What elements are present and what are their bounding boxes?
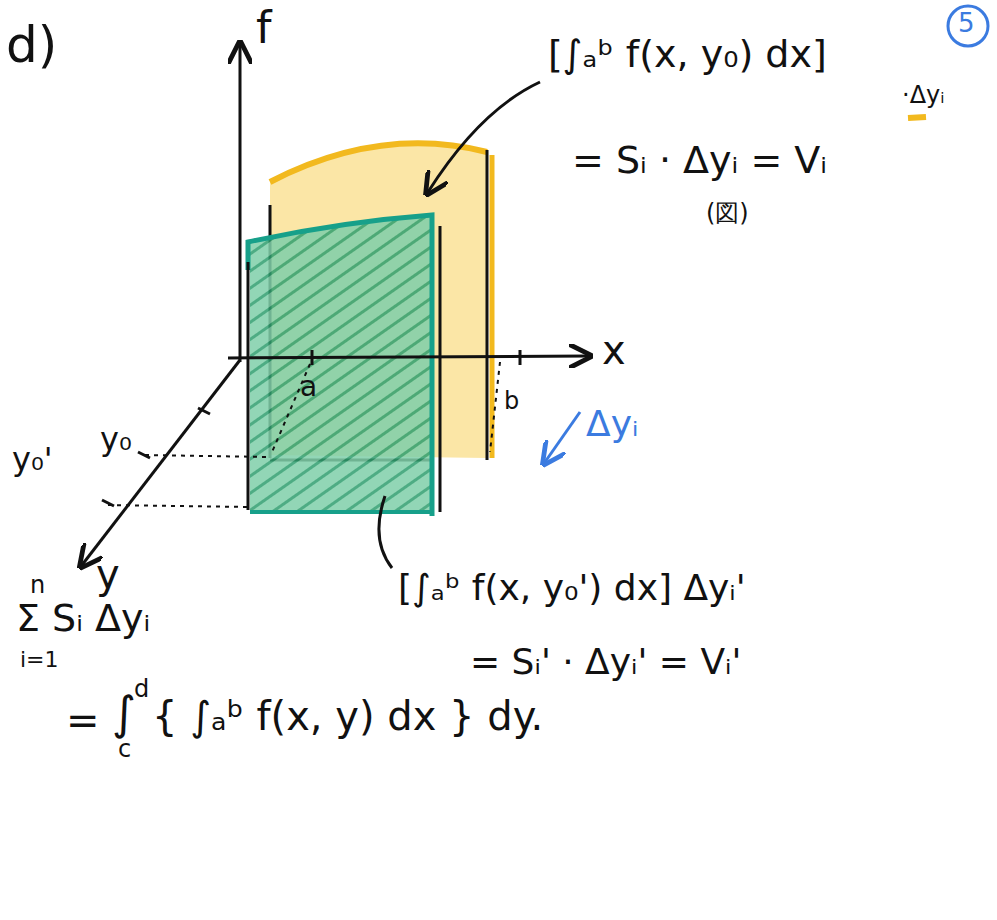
slab-frame-front — [248, 226, 440, 512]
axis-label: f — [256, 4, 272, 52]
delta-arrow — [545, 412, 580, 462]
point-label: y₀ — [100, 422, 132, 457]
leader-line — [379, 496, 392, 568]
integral-limit: d — [134, 676, 149, 702]
axis-label: x — [602, 328, 626, 372]
f-axis — [239, 45, 242, 362]
bound-label: a — [300, 372, 317, 403]
formula: { ∫ₐᵇ f(x, y) dx } dy. — [152, 694, 543, 738]
yellow-mark — [908, 117, 926, 118]
point-label: y₀' — [12, 442, 53, 477]
axis-ticks — [102, 350, 520, 506]
dashed-line — [108, 362, 500, 507]
x-axis — [228, 356, 588, 358]
note: (図) — [706, 200, 749, 226]
y-axis — [82, 360, 240, 565]
yellow-right-edge — [490, 155, 495, 458]
green-bottom — [250, 510, 432, 514]
axis-label: y — [96, 552, 120, 596]
formula: [∫ₐᵇ f(x, y₀) dx] — [548, 34, 827, 76]
page-number-circle — [948, 6, 988, 46]
page-number: 5 — [958, 9, 975, 38]
formula: Σ Sᵢ Δyᵢ — [16, 598, 150, 640]
bound-label: b — [504, 388, 519, 414]
formula: = Sᵢ' · Δyᵢ' = Vᵢ' — [470, 642, 741, 682]
integral-limit: c — [118, 736, 131, 762]
yellow-top-curve — [270, 143, 487, 182]
delta-label: Δyᵢ — [586, 404, 638, 444]
part-letter: d) — [6, 18, 57, 73]
green-slab — [250, 215, 432, 512]
sum-limit: n — [30, 572, 45, 598]
integral-sign: ∫ — [112, 688, 136, 739]
leader-line — [428, 82, 540, 192]
formula: [∫ₐᵇ f(x, y₀') dx] Δyᵢ' — [398, 568, 746, 608]
sum-limit: i=1 — [20, 648, 59, 672]
formula: ·Δyᵢ — [902, 82, 945, 108]
formula: = Sᵢ · Δyᵢ = Vᵢ — [572, 140, 827, 182]
green-outline — [248, 215, 432, 516]
formula: = — [66, 698, 100, 742]
